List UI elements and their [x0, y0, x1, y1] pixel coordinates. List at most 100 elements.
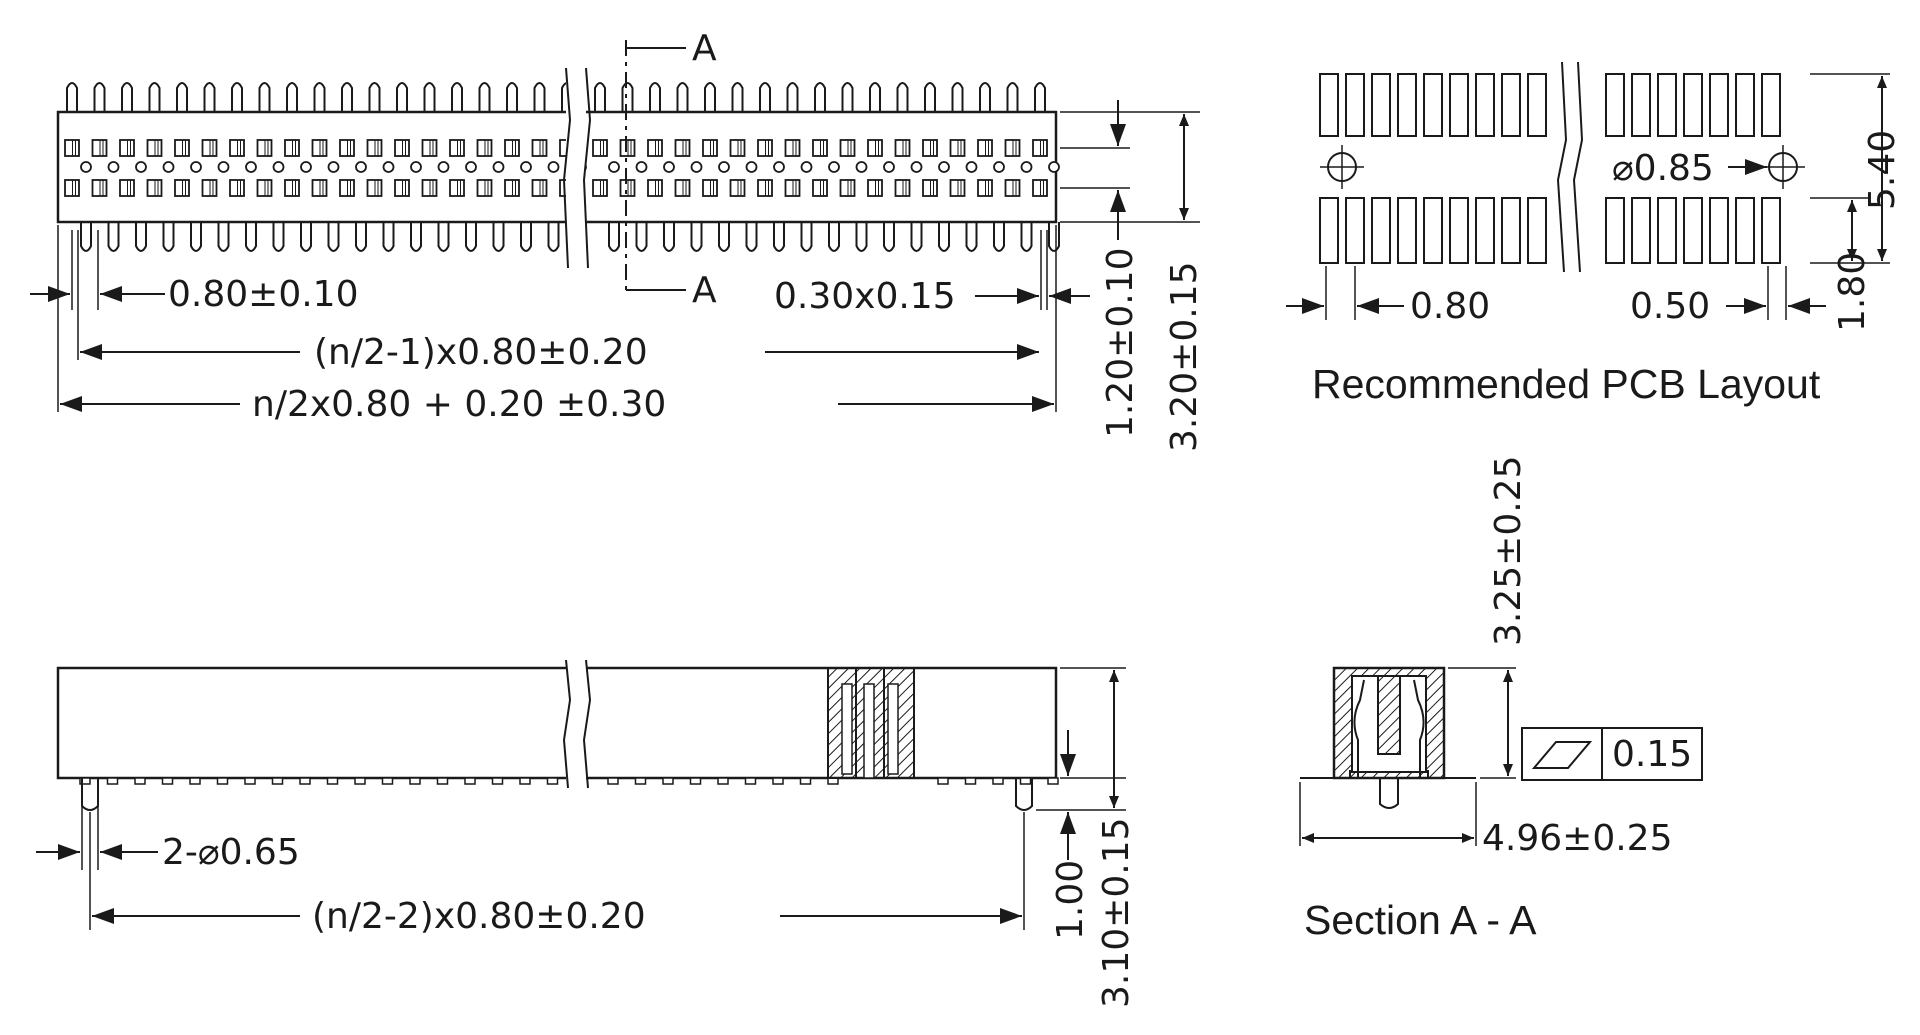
pin-stub	[799, 777, 812, 785]
contact-cell-lower-inner	[820, 179, 824, 197]
pin-stub	[381, 777, 394, 785]
upper-pin	[258, 82, 271, 112]
contact-hole	[190, 161, 202, 173]
lower-pin	[547, 222, 560, 252]
lower-pin	[690, 222, 703, 252]
lower-pin	[437, 222, 450, 252]
pcb-pad-upper	[1423, 73, 1443, 137]
contact-cell-lower-inner	[655, 179, 659, 197]
contact-cell-upper-inner	[264, 139, 269, 157]
contact-cell-lower-inner	[292, 179, 296, 197]
upper-pin	[286, 82, 298, 112]
lower-pin	[910, 222, 923, 252]
lower-pin	[135, 222, 147, 252]
section-height-arrowhead-top	[1503, 670, 1513, 682]
lower-pin	[300, 222, 312, 252]
contact-cell-upper-inner	[930, 139, 934, 157]
contact-cell-lower-inner	[99, 179, 104, 197]
pcb-layout-title: Recommended PCB Layout	[1312, 361, 1821, 407]
pcb-pad-lower	[1709, 197, 1729, 264]
contact-cell-lower-inner	[539, 179, 544, 197]
pcb-pad-offset-label: 1.80	[1832, 252, 1873, 332]
pcb-pads	[1319, 73, 1781, 264]
contact-hole	[355, 161, 367, 173]
contact-cell-upper-inner	[655, 139, 659, 157]
contact-cell-upper-inner	[347, 139, 351, 157]
top-pins-lower	[80, 222, 1060, 252]
contact-cell-lower-inner	[1040, 179, 1044, 197]
lower-pin	[938, 222, 950, 252]
pcb-pitch-label: 0.80	[1410, 286, 1490, 327]
contact-cell-lower-inner	[209, 179, 214, 197]
flatness-value-box	[1601, 727, 1703, 781]
pcb-pad-upper	[1631, 73, 1651, 137]
contact-hole	[938, 161, 950, 173]
pcb-pad-upper	[1449, 73, 1469, 137]
section-title: Section A - A	[1304, 897, 1537, 943]
contact-cell-upper-inner	[402, 139, 406, 157]
post-right	[1015, 778, 1033, 811]
contact-cell-lower-inner	[237, 179, 241, 197]
pin-stub	[964, 777, 977, 785]
lower-pin	[327, 222, 340, 252]
upper-pin	[704, 82, 716, 112]
upper-pin	[313, 82, 326, 112]
contact-cell-lower-inner	[72, 179, 76, 197]
pcb-pad-upper	[1345, 73, 1365, 137]
flatness-symbol-box	[1521, 727, 1603, 781]
pcb-row-spacing-label: 5.40	[1862, 130, 1903, 210]
lower-pin	[718, 222, 730, 252]
contact-hole	[608, 161, 620, 173]
lower-pin	[382, 222, 395, 252]
side-break-line-left	[562, 659, 572, 789]
contact-cell-lower-inner	[512, 179, 516, 197]
pcb-pad-lower	[1631, 197, 1651, 264]
contact-cell-upper-inner	[765, 139, 769, 157]
lower-pin	[965, 222, 978, 252]
height-total-label: 3.20±0.15	[1164, 262, 1205, 452]
flatness-value: 0.15	[1612, 734, 1692, 775]
contact-cell-upper-inner	[209, 139, 214, 157]
section-height-arrowhead-bottom	[1503, 764, 1513, 776]
pin-stub	[79, 777, 91, 785]
upper-pin	[176, 82, 188, 112]
upper-pin	[231, 82, 243, 112]
contact-cell-upper-inner	[72, 139, 76, 157]
contact-cell-lower-inner	[902, 179, 907, 197]
section-contact-right	[1413, 679, 1425, 778]
lower-pin	[410, 222, 422, 252]
contact-cell-lower-inner	[182, 179, 186, 197]
contact-cell-lower-inner	[957, 179, 962, 197]
upper-pin	[66, 82, 78, 112]
contact-cell-upper-inner	[985, 139, 989, 157]
upper-pin	[621, 82, 634, 112]
contact-hole	[965, 161, 978, 173]
section-contact-left	[1353, 679, 1365, 778]
contact-hole	[663, 161, 675, 173]
lower-pin	[608, 222, 620, 252]
contact-cell-lower-inner	[875, 179, 879, 197]
pcb-pad-lower	[1761, 197, 1781, 264]
pcb-pad-lower	[1397, 197, 1417, 264]
pcb-break-line-right	[1572, 61, 1584, 273]
lower-pin	[1020, 222, 1033, 252]
contact-hole	[828, 161, 840, 173]
contact-cell-upper-inner	[182, 139, 186, 157]
pcb-pad-offset-arrowhead-top	[1847, 200, 1857, 212]
lower-pin	[245, 222, 257, 252]
pcb-pad-lower	[1449, 197, 1469, 264]
contact-cell-lower-inner	[402, 179, 406, 197]
contact-hole	[382, 161, 395, 173]
contact-hole	[635, 161, 648, 173]
pcb-pad-upper	[1657, 73, 1677, 137]
pcb-pad-upper	[1397, 73, 1417, 137]
lower-pin	[993, 222, 1005, 252]
contact-hole	[327, 161, 340, 173]
pin-stub	[134, 777, 146, 785]
contact-cell-lower-inner	[985, 179, 989, 197]
lower-pin	[1048, 222, 1060, 252]
section-marker-bottom: A	[692, 270, 717, 311]
pcb-layout: ⌀0.85 5.40 1.80 0.80 0.50 Recommended PC…	[1286, 60, 1903, 407]
lower-pin	[272, 222, 285, 252]
upper-pin	[341, 82, 353, 112]
